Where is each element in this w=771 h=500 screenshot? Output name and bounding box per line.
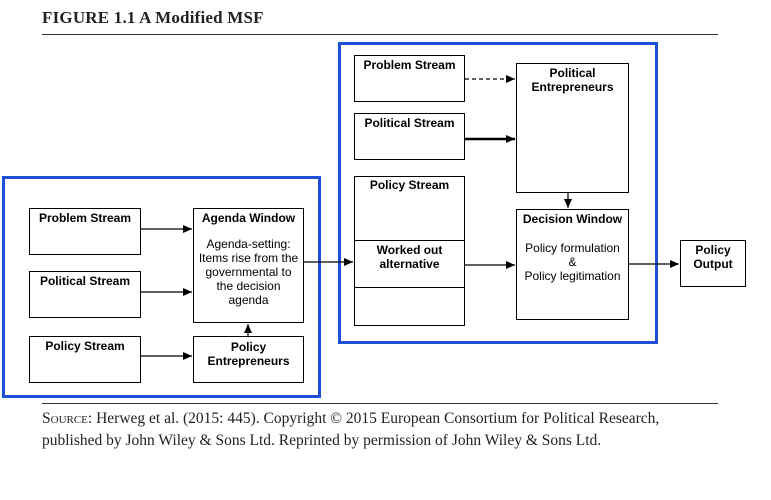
- left-problem-stream-label: Problem Stream: [38, 211, 132, 225]
- worked-out-alternative-box: Worked out alternative: [354, 240, 465, 288]
- left-policy-stream-label: Policy Stream: [45, 339, 125, 353]
- left-problem-stream-box: Problem Stream: [29, 208, 141, 255]
- left-political-stream-box: Political Stream: [29, 271, 141, 318]
- decision-window-line2: &: [568, 255, 577, 269]
- right-problem-stream-label: Problem Stream: [363, 58, 456, 72]
- source-note: Source: Herweg et al. (2015: 445). Copyr…: [42, 408, 722, 452]
- agenda-window-body: Agenda-setting: Items rise from the gove…: [198, 237, 299, 307]
- decision-window-title: Decision Window: [522, 212, 623, 226]
- figure-title: FIGURE 1.1 A Modified MSF: [42, 8, 264, 27]
- source-text: Herweg et al. (2015: 445). Copyright © 2…: [42, 410, 660, 449]
- decision-window-line3: Policy legitimation: [524, 269, 621, 283]
- left-policy-stream-box: Policy Stream: [29, 336, 141, 383]
- political-entrepreneurs-box: Political Entrepreneurs: [516, 63, 629, 193]
- right-problem-stream-box: Problem Stream: [354, 55, 465, 102]
- worked-out-alternative-label: Worked out alternative: [376, 243, 443, 271]
- left-policy-entrepreneurs-box: Policy Entrepreneurs: [193, 336, 304, 383]
- source-label: Source:: [42, 410, 93, 427]
- left-policy-entrepreneurs-label: Policy Entrepreneurs: [207, 340, 290, 368]
- political-entrepreneurs-label: Political Entrepreneurs: [531, 66, 614, 94]
- left-highlight-frame: [2, 176, 321, 398]
- agenda-window-box: Agenda Window Agenda-setting: Items rise…: [193, 208, 304, 323]
- right-political-stream-box: Political Stream: [354, 113, 465, 160]
- title-rule: [42, 34, 718, 35]
- policy-output-label: Policy Output: [693, 243, 733, 271]
- left-political-stream-label: Political Stream: [39, 274, 131, 288]
- source-rule: [42, 403, 718, 404]
- right-policy-stream-label: Policy Stream: [369, 178, 450, 192]
- agenda-window-title: Agenda Window: [201, 211, 296, 225]
- right-highlight-frame: [338, 42, 658, 344]
- right-political-stream-label: Political Stream: [364, 116, 455, 130]
- decision-window-box: Decision Window Policy formulation & Pol…: [516, 209, 629, 320]
- decision-window-line1: Policy formulation: [525, 241, 620, 255]
- policy-output-box: Policy Output: [680, 240, 746, 287]
